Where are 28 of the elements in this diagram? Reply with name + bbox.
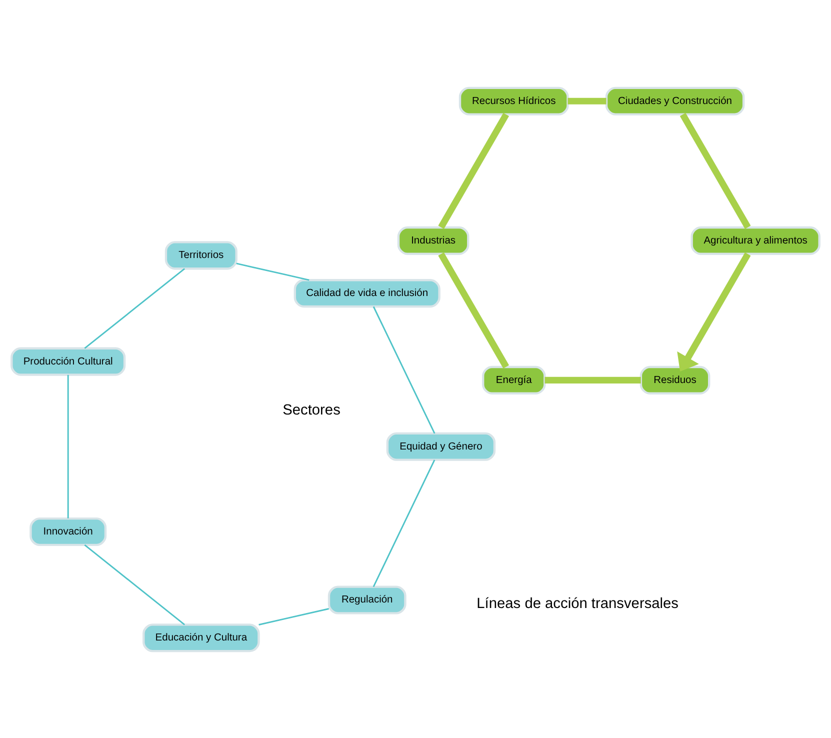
connector <box>544 376 641 384</box>
connector <box>372 459 436 587</box>
connector <box>236 262 310 280</box>
connector <box>438 112 510 228</box>
node-box: Ciudades y Construcción <box>605 86 745 115</box>
node-box: Innovación <box>30 516 107 546</box>
node-box: Regulación <box>328 585 406 614</box>
connector <box>258 608 329 625</box>
connector <box>84 544 186 625</box>
connector <box>84 268 186 348</box>
connector <box>680 112 751 228</box>
node-box: Educación y Cultura <box>142 623 260 652</box>
node-box: Calidad de vida e inclusión <box>294 278 440 308</box>
label: Sectores <box>282 402 340 418</box>
connector <box>438 252 510 368</box>
node-box: Recursos Hídricos <box>458 86 569 115</box>
node-box: Agricultura y alimentos <box>690 226 820 254</box>
node-box: Equidad y Género <box>386 432 496 460</box>
node-box: Producción Cultural <box>10 346 126 376</box>
connector <box>568 97 606 104</box>
arrow <box>677 252 751 371</box>
node-box: Industrias <box>397 226 470 254</box>
connector <box>372 306 436 434</box>
node-box: Residuos <box>640 365 710 394</box>
label: Líneas de acción transversales <box>476 595 679 612</box>
connector <box>67 374 69 518</box>
node-box: Energía <box>482 365 546 394</box>
node-box: Territorios <box>164 240 238 270</box>
